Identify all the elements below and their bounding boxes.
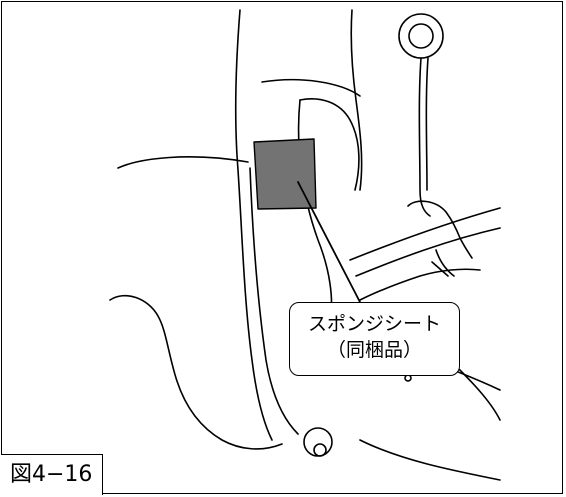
bracket-arm bbox=[359, 268, 481, 301]
upper-panel-curve bbox=[299, 98, 360, 191]
inner-wall-line bbox=[297, 99, 333, 321]
body-front-edge bbox=[235, 9, 273, 441]
body-inner-edge bbox=[249, 167, 299, 435]
sponge-sheet bbox=[253, 138, 317, 210]
sponge-sheet-callout: スポンジシート （同梱品） bbox=[289, 302, 460, 376]
figure-label: 図4−16 bbox=[1, 454, 103, 495]
callout-line-1: スポンジシート bbox=[307, 313, 441, 335]
rail-lower bbox=[355, 227, 501, 277]
body-lower-right bbox=[359, 439, 501, 481]
connector bbox=[431, 249, 455, 277]
body-outline-left bbox=[117, 156, 249, 169]
body-arch-lower bbox=[109, 294, 283, 450]
body-top-line bbox=[261, 78, 361, 97]
leader-line bbox=[297, 181, 363, 307]
rail-upper bbox=[349, 207, 501, 261]
cable-2 bbox=[425, 57, 429, 191]
upper-panel-edge bbox=[350, 9, 363, 191]
bolt-lower-inner bbox=[313, 443, 327, 457]
callout-line-2: （同梱品） bbox=[326, 339, 422, 361]
clip bbox=[407, 200, 473, 259]
cable bbox=[418, 57, 431, 217]
ring-terminal-inner bbox=[408, 23, 434, 49]
